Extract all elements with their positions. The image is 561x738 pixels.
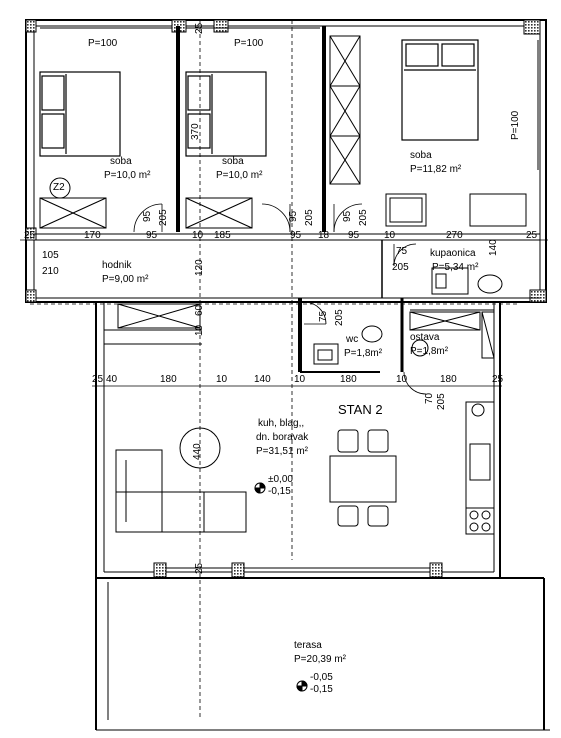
terrace-level-bottom: -0,15: [310, 684, 333, 695]
dim-r2-0: 25: [92, 374, 104, 385]
terrace-name: terasa: [294, 640, 322, 651]
dim-r1-10: 25: [526, 230, 538, 241]
living-level-top: ±0,00: [268, 474, 293, 485]
round-table: [179, 427, 221, 469]
dimension-lines: [20, 20, 548, 720]
dim-r1-7: 95: [348, 230, 360, 241]
terrace: [95, 577, 550, 731]
bedroom1-name: soba: [110, 156, 132, 167]
bedroom3-name: soba: [410, 150, 432, 161]
dim-misc-210: 210: [42, 266, 59, 277]
outer-walls: [25, 19, 547, 579]
dim-misc-370: 370: [190, 123, 201, 140]
dim-door-7: 205: [392, 262, 409, 273]
dim-r2-2: 180: [160, 374, 177, 385]
dim-r2-1: 40: [106, 374, 118, 385]
dim-door-5: 205: [358, 209, 369, 226]
living-name-1: kuh, blag,,: [258, 418, 305, 429]
dim-door-4: 95: [342, 210, 353, 222]
door-swings: [133, 203, 427, 395]
dim-r2-5: 10: [294, 374, 306, 385]
bathroom-name: kupaonica: [430, 248, 476, 259]
dim-r1-6: 18: [318, 230, 330, 241]
bedroom2-name: soba: [222, 156, 244, 167]
dim-misc-60: 60: [194, 304, 205, 316]
bathroom-fixtures: [313, 193, 527, 365]
bedroom1-area: P=10,0 m²: [104, 170, 151, 181]
hallway-area: P=9,00 m²: [102, 274, 149, 285]
living-area: P=31,51 m²: [256, 446, 308, 457]
dim-misc-25a: 25: [194, 22, 205, 34]
dim-door-11: 205: [436, 393, 447, 410]
dim-door-6: 75: [396, 246, 408, 257]
z2-symbol: Z2: [53, 182, 65, 193]
dim-door-0: 95: [142, 210, 153, 222]
dim-door-9: 205: [334, 309, 345, 326]
dim-r1-5: 95: [290, 230, 302, 241]
dim-door-3: 205: [304, 209, 315, 226]
bathroom-area: P=5,34 m²: [432, 262, 479, 273]
interior-walls: [34, 26, 540, 373]
dim-misc-120: 120: [194, 259, 205, 276]
dim-r2-7: 10: [396, 374, 408, 385]
dim-misc-440: 440: [192, 443, 203, 460]
hallway-name: hodnik: [102, 260, 132, 271]
dim-r1-8: 10: [384, 230, 396, 241]
dim-misc-105: 105: [42, 250, 59, 261]
beds: [39, 39, 479, 157]
sofa: [115, 449, 247, 533]
dim-r2-4: 140: [254, 374, 271, 385]
terrace-area: P=20,39 m²: [294, 654, 346, 665]
dim-r1-9: 270: [446, 230, 463, 241]
dim-r2-9: 25: [492, 374, 504, 385]
level-marks: [254, 482, 308, 692]
dim-r1-2: 95: [146, 230, 158, 241]
storage-area: P=1,8m²: [410, 346, 449, 357]
living-level-bottom: -0,15: [268, 486, 291, 497]
apartment-title: STAN 2: [338, 402, 383, 417]
dim-misc-10: 10: [194, 324, 205, 336]
dim-door-2: 95: [288, 210, 299, 222]
bedroom3-area: P=11,82 m²: [410, 164, 462, 175]
dim-misc-25b: 25: [194, 562, 205, 574]
dim-r2-6: 180: [340, 374, 357, 385]
z2-circle: [49, 177, 71, 199]
dim-r1-4: 185: [214, 230, 231, 241]
dim-door-1: 205: [158, 209, 169, 226]
wc-area: P=1,8m²: [344, 348, 383, 359]
wc-name: wc: [346, 334, 359, 345]
bedroom2-area: P=10,0 m²: [216, 170, 263, 181]
living-name-2: dn. boravak: [256, 432, 309, 443]
dim-r1-3: 10: [192, 230, 204, 241]
dim-r1-0: 25: [24, 230, 36, 241]
window-label-2: P=100: [234, 38, 264, 49]
dim-r1-1: 170: [84, 230, 101, 241]
windows: [25, 19, 547, 578]
window-label-1: P=100: [88, 38, 118, 49]
dim-r2-8: 180: [440, 374, 457, 385]
storage-name: ostava: [410, 332, 440, 343]
dim-door-10: 70: [424, 392, 435, 404]
dim-r2-3: 10: [216, 374, 228, 385]
dining-set: [329, 429, 397, 527]
dim-door-8: 75: [318, 310, 329, 322]
kitchen-counter: [465, 401, 495, 535]
window-label-3: P=100: [510, 110, 521, 140]
wardrobes: [39, 35, 495, 359]
terrace-level-top: -0,05: [310, 672, 333, 683]
dim-misc-140: 140: [488, 239, 499, 256]
